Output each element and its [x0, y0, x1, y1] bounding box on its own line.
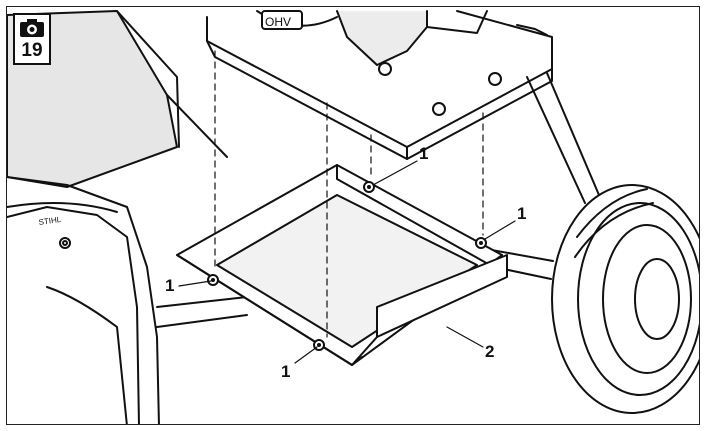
engine-plate-illustration: OHV — [206, 10, 553, 160]
housing-illustration: STIHL — [7, 10, 228, 424]
engine-text: OHV — [265, 15, 291, 29]
brand-text: STIHL — [38, 215, 62, 227]
figure-frame: STIHL OHV — [6, 6, 700, 425]
camera-icon — [20, 19, 44, 37]
figure-badge: 19 — [13, 13, 51, 65]
callout-fastener-top: 1 — [419, 144, 429, 163]
figure-number: 19 — [21, 40, 43, 61]
callout-fastener-right: 1 — [517, 204, 527, 223]
tray-illustration — [176, 164, 508, 366]
leader-lines — [178, 160, 516, 364]
callout-fastener-left: 1 — [165, 276, 175, 295]
wheel-illustration — [551, 184, 699, 414]
alignment-lines — [214, 50, 484, 338]
assembly-illustration: STIHL OHV — [7, 10, 699, 424]
callout-fastener-bottom: 1 — [281, 362, 291, 381]
callout-tray: 2 — [485, 342, 495, 361]
